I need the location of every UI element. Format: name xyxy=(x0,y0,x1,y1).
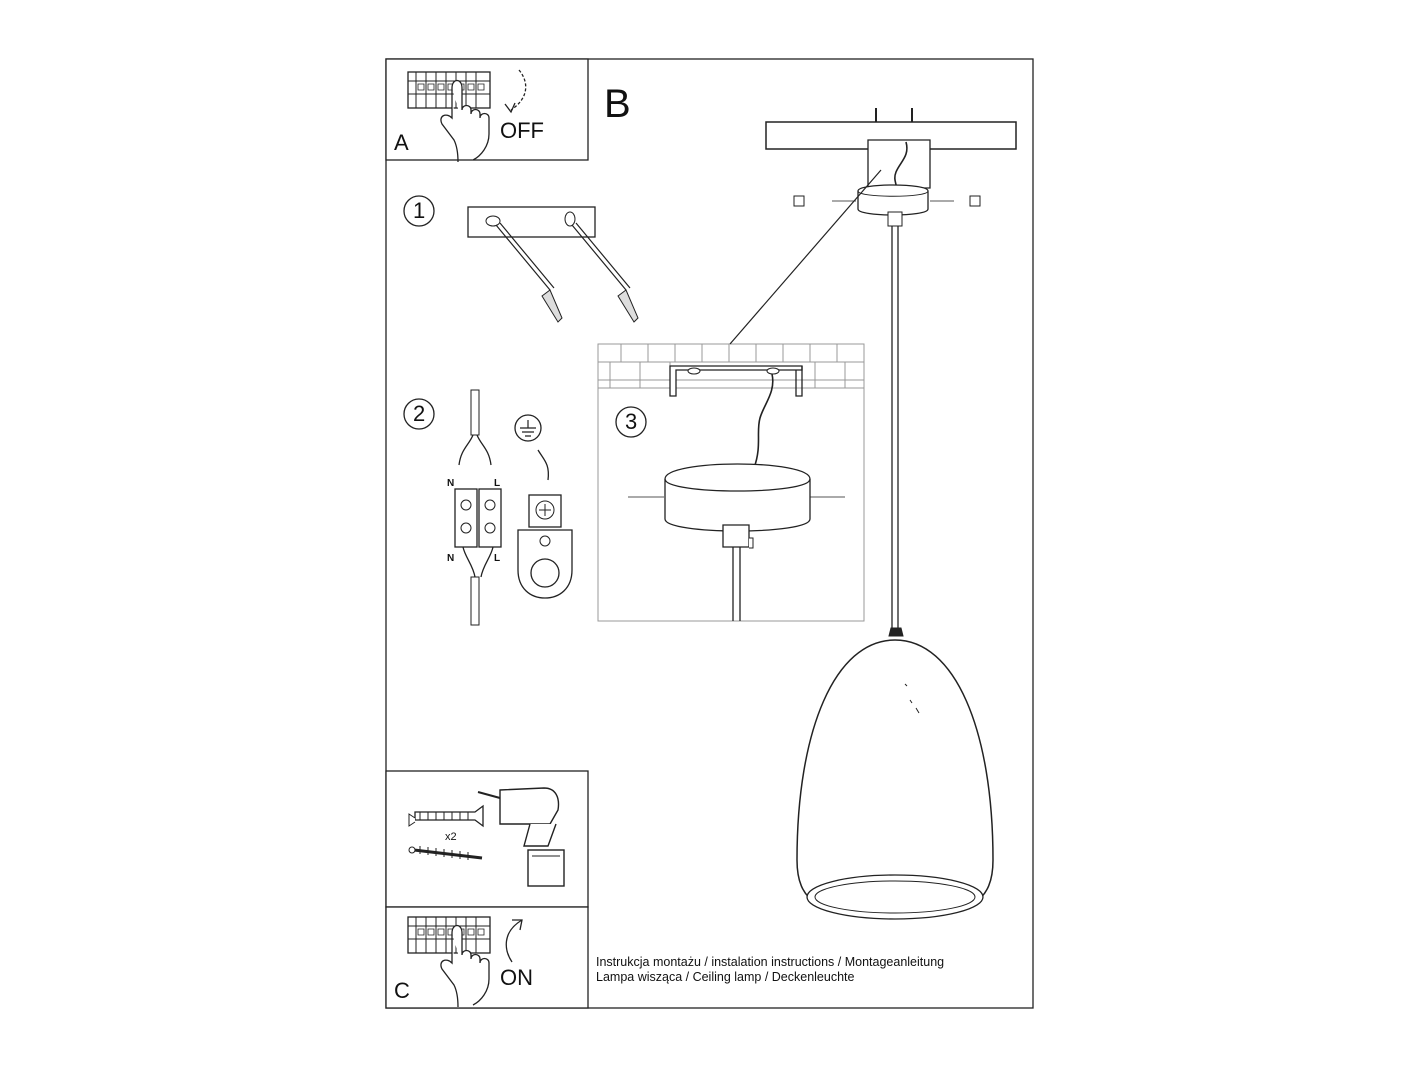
screw-icon xyxy=(408,846,483,860)
sheet-frame xyxy=(385,58,1034,1009)
arrow-up-icon xyxy=(505,919,523,963)
breaker-box-icon xyxy=(407,71,491,109)
step-2-wiring xyxy=(403,389,573,626)
breaker-box-icon xyxy=(407,916,491,954)
caption-line-1: Instrukcja montażu / instalation instruc… xyxy=(596,955,945,969)
panel-c-letter: C xyxy=(394,978,410,1003)
panel-c-switch-on xyxy=(385,906,589,1009)
earth-symbol-icon xyxy=(514,414,542,442)
live-label-top: L xyxy=(494,478,501,489)
step-1-mounting-plate xyxy=(403,195,639,323)
panel-a-letter: A xyxy=(394,130,409,155)
step-1-number: 1 xyxy=(413,198,426,223)
neutral-label-top: N xyxy=(447,478,455,489)
quantity-label: x2 xyxy=(445,831,457,843)
drill-icon xyxy=(477,787,565,887)
step-3-detail-view xyxy=(597,343,865,622)
panel-a-switch-off xyxy=(385,58,589,163)
panel-b-pendant-lamp xyxy=(729,108,1017,920)
panel-b-letter: B xyxy=(604,82,631,126)
step-2-number: 2 xyxy=(413,401,426,426)
step-3-number: 3 xyxy=(625,409,638,434)
arrow-down-icon xyxy=(510,69,527,111)
live-label-bottom: L xyxy=(494,553,501,564)
wall-plug-icon xyxy=(408,804,484,828)
canopy-detail xyxy=(664,463,811,532)
switch-off-label: OFF xyxy=(500,118,544,143)
panel-tools xyxy=(385,770,589,908)
switch-on-label: ON xyxy=(500,965,533,990)
neutral-label-bottom: N xyxy=(447,553,455,564)
caption-line-2: Lampa wisząca / Ceiling lamp / Deckenleu… xyxy=(596,970,855,984)
